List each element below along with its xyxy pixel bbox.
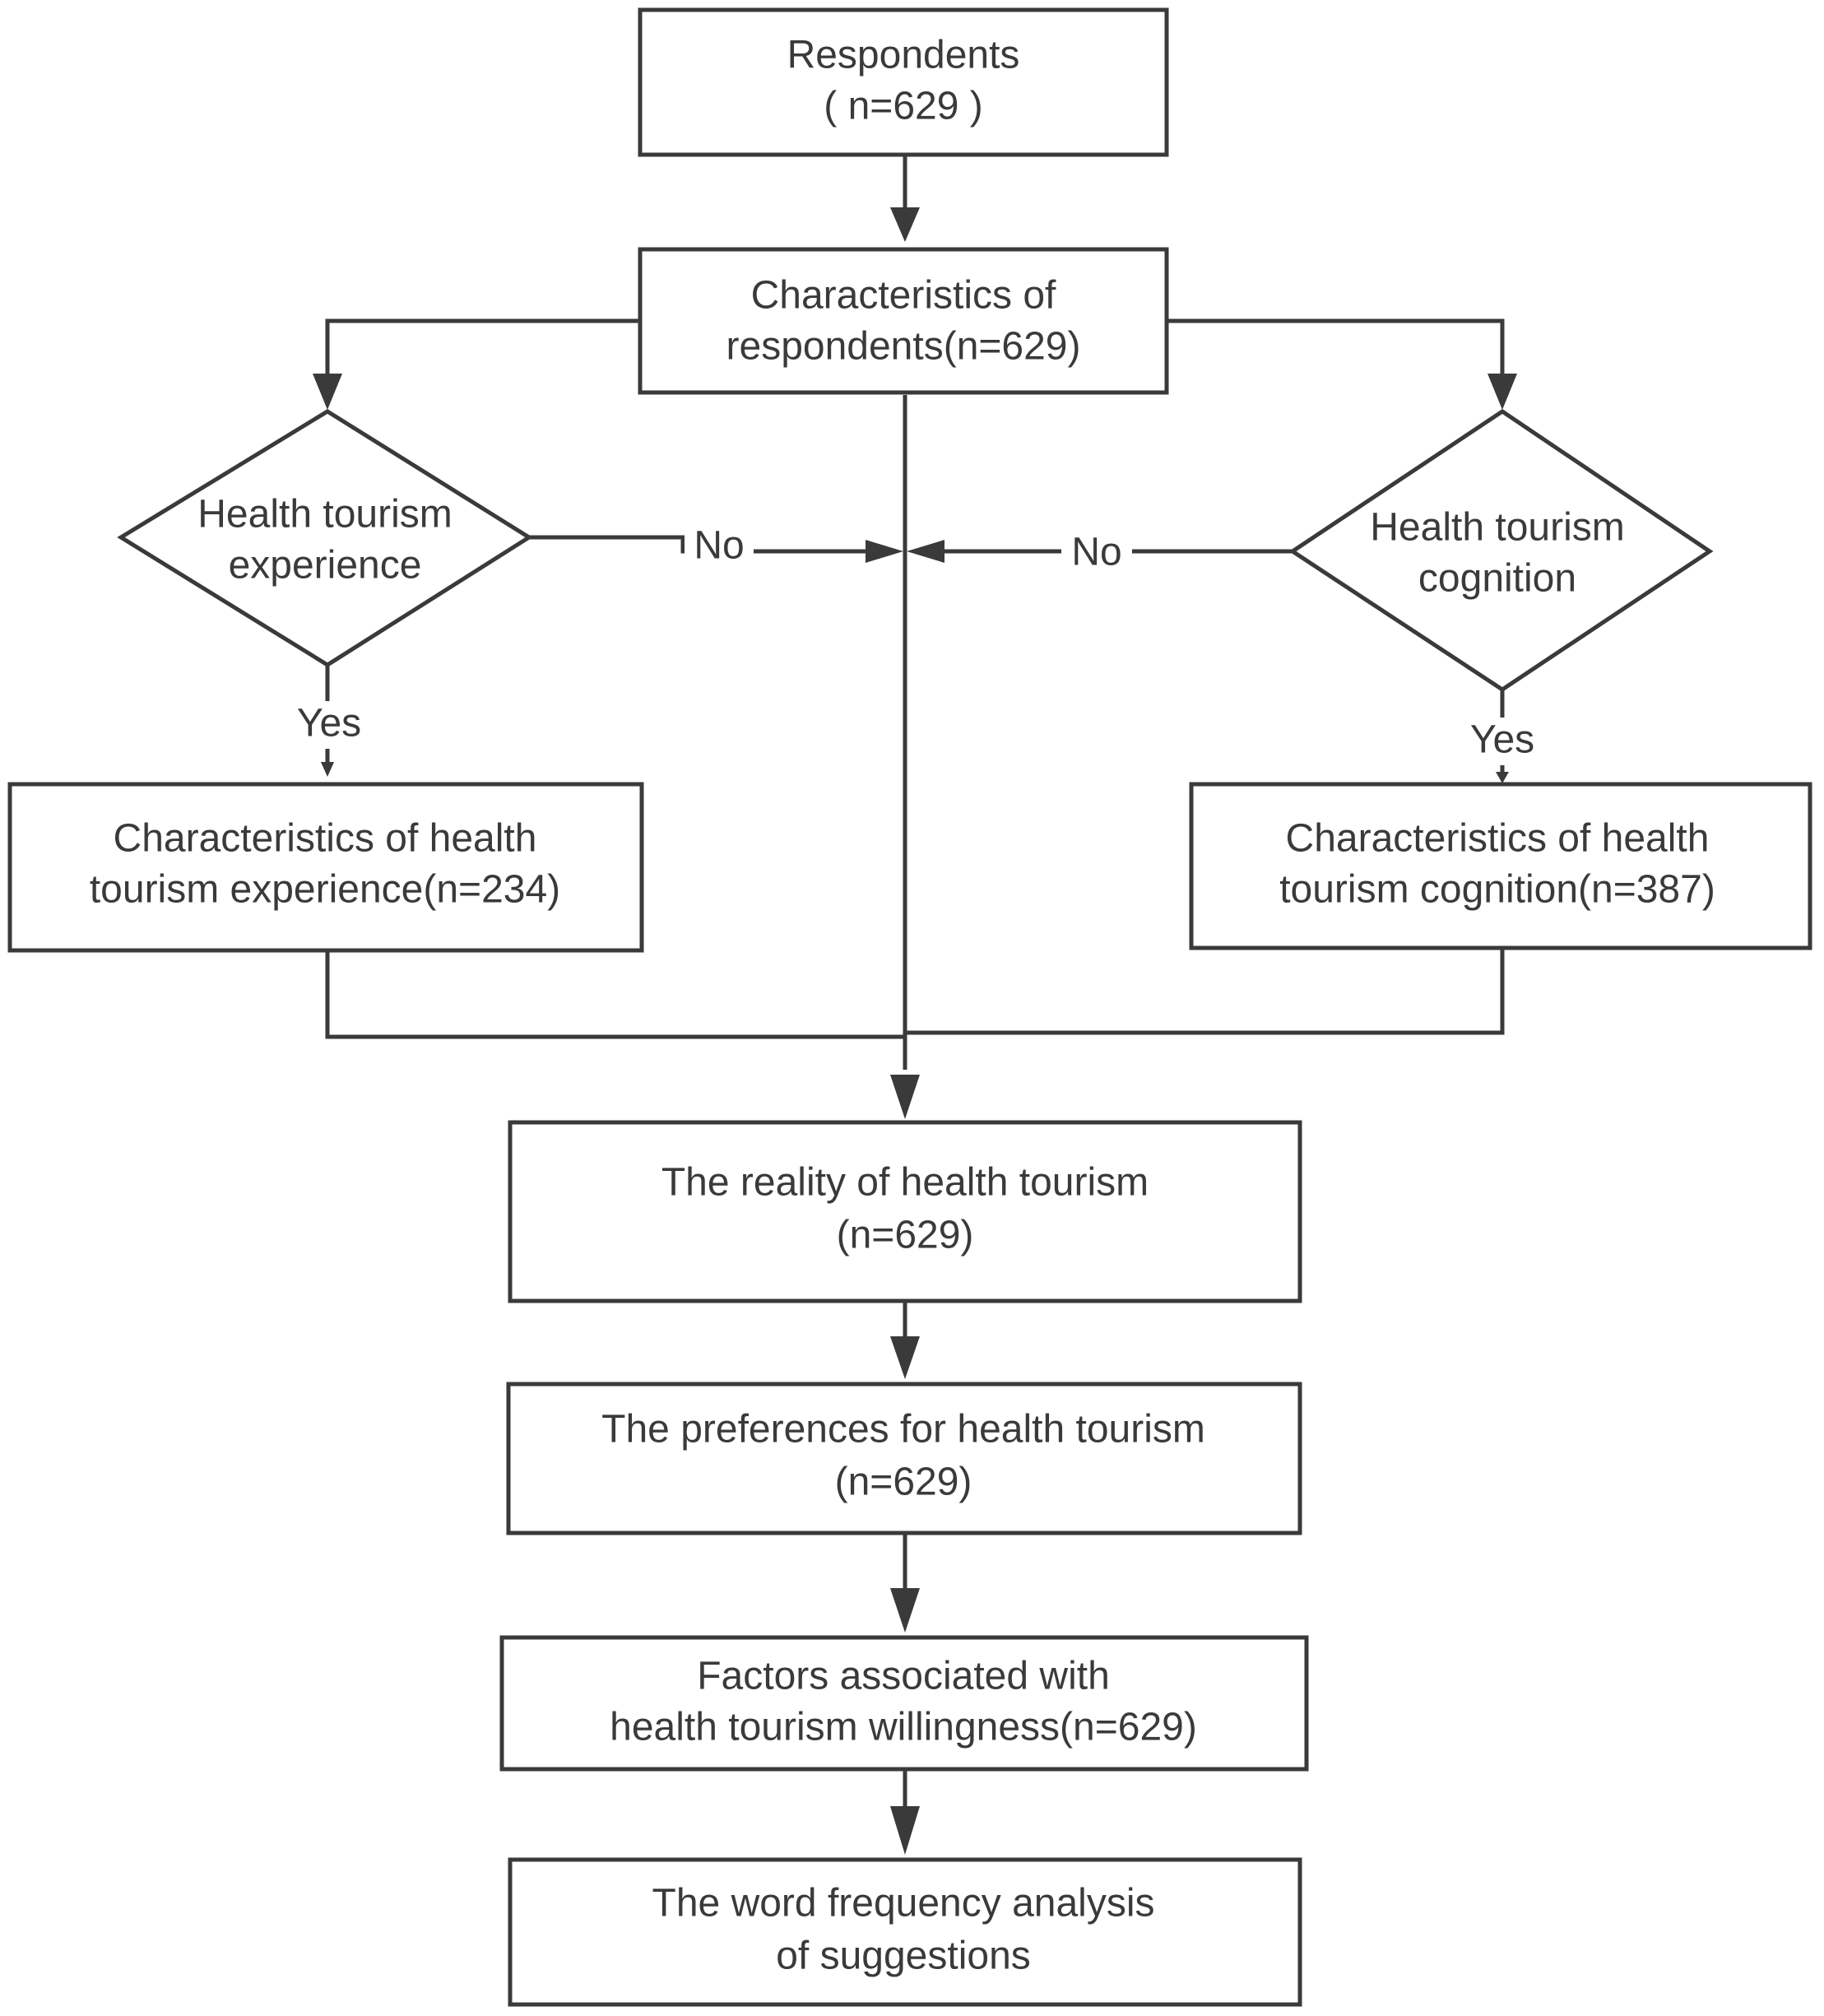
cognition-characteristics-box	[1189, 782, 1812, 950]
node-label: (n=629)	[835, 1461, 972, 1504]
edge-experience-box-to-trunk	[325, 950, 905, 1039]
node-label: Health tourism	[1370, 506, 1624, 550]
respondents-box	[638, 7, 1169, 157]
edge-characteristics-to-cognition-decision	[1167, 318, 1505, 383]
node-label: ( n=629 )	[824, 85, 982, 128]
arrowhead	[313, 374, 342, 410]
arrowhead	[866, 540, 903, 563]
arrowhead	[890, 1336, 920, 1379]
experience-characteristics-box	[7, 782, 644, 953]
cognition-no-label: No	[1071, 531, 1121, 574]
node-label: Characteristics of	[751, 274, 1056, 318]
word-frequency-box	[508, 1857, 1302, 2007]
preferences-box	[506, 1382, 1302, 1535]
edge-cognition-box-to-trunk	[905, 948, 1505, 1035]
reality-box	[508, 1120, 1302, 1303]
node-label: Factors associated with	[697, 1655, 1110, 1698]
node-characteristics-respondents: Characteristics of respondents(n=629)	[638, 247, 1169, 395]
node-label: tourism cognition(n=387)	[1279, 868, 1715, 912]
arrowhead	[1488, 374, 1517, 410]
experience-decision-diamond	[117, 409, 533, 667]
arrowhead	[890, 207, 920, 242]
experience-yes-label: Yes	[297, 702, 361, 746]
node-label: The word frequency analysis	[652, 1882, 1155, 1925]
node-label: of suggestions	[776, 1935, 1031, 1978]
node-label: Respondents	[787, 34, 1020, 77]
arrowhead	[1496, 772, 1509, 783]
node-label: respondents(n=629)	[726, 325, 1081, 369]
node-label: The reality of health tourism	[661, 1161, 1149, 1205]
cognition-decision-diamond	[1288, 408, 1714, 692]
node-label: Characteristics of health	[1286, 817, 1710, 861]
characteristics-respondents-box	[638, 247, 1169, 395]
node-experience-characteristics: Characteristics of health tourism experi…	[7, 782, 644, 953]
label-background	[1463, 718, 1542, 765]
decision-health-tourism-experience: Health tourism experience	[117, 409, 533, 667]
arrowhead	[321, 762, 334, 777]
node-label: The preferences for health tourism	[601, 1408, 1205, 1452]
node-label: cognition	[1418, 557, 1576, 601]
factors-box	[499, 1635, 1309, 1772]
node-factors: Factors associated with health tourism w…	[499, 1635, 1309, 1772]
node-label: Health tourism	[197, 493, 452, 537]
arrowhead	[890, 1806, 920, 1855]
label-background	[685, 522, 754, 571]
arrowhead	[890, 1588, 920, 1633]
label-background	[1061, 528, 1132, 578]
decision-health-tourism-cognition: Health tourism cognition	[1288, 408, 1714, 692]
node-cognition-characteristics: Characteristics of health tourism cognit…	[1189, 782, 1812, 950]
node-word-frequency: The word frequency analysis of suggestio…	[508, 1857, 1302, 2007]
node-label: health tourism willingness(n=629)	[610, 1706, 1197, 1749]
node-label: (n=629)	[837, 1214, 974, 1257]
experience-no-label: No	[694, 524, 744, 568]
connectors	[313, 155, 1517, 1855]
node-respondents: Respondents ( n=629 )	[638, 7, 1169, 157]
edge-experience-no	[529, 535, 874, 554]
node-label: tourism experience(n=234)	[90, 868, 560, 912]
arrowhead	[907, 540, 944, 563]
node-label: experience	[229, 544, 422, 588]
node-reality: The reality of health tourism (n=629)	[508, 1120, 1302, 1303]
cognition-yes-label: Yes	[1470, 718, 1534, 762]
node-label: Characteristics of health	[114, 817, 537, 861]
node-preferences: The preferences for health tourism (n=62…	[506, 1382, 1302, 1535]
label-background	[290, 701, 369, 749]
edge-characteristics-to-experience-decision	[325, 318, 640, 383]
edge-labels: No No Yes Yes	[290, 522, 1542, 765]
arrowhead	[890, 1075, 920, 1119]
